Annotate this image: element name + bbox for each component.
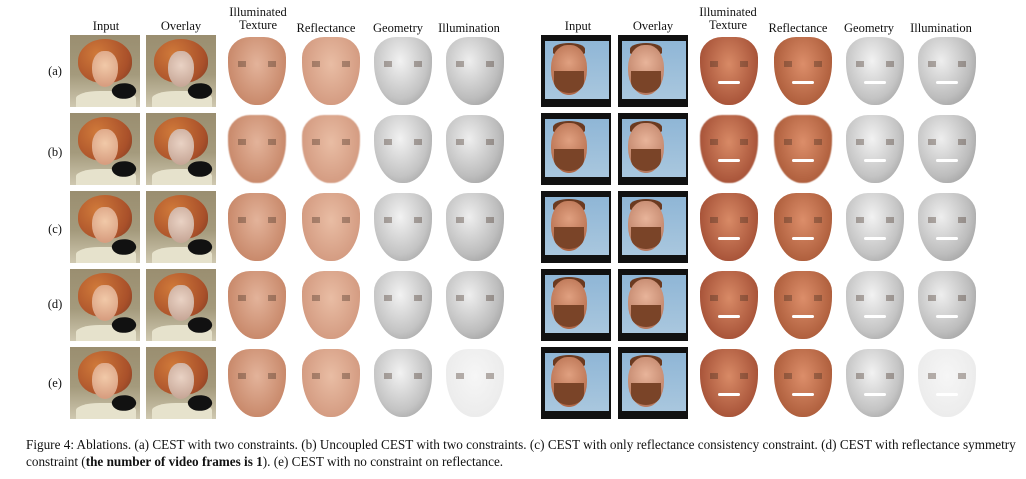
left-overlay-image-row-e: [146, 347, 216, 419]
row-label-b: (b): [47, 145, 63, 159]
right-input-image-row-c: [541, 191, 611, 263]
left-illumination-image-row-e: [440, 347, 510, 419]
left-reflectance-image-row-e: [296, 347, 366, 419]
left-input-image-row-b: [70, 113, 140, 185]
left-geometry-image-row-b: [368, 113, 438, 185]
left-illuminated-texture-image-row-e: [222, 347, 292, 419]
left-reflectance-image-row-c: [296, 191, 366, 263]
header-input-right: Input: [564, 19, 592, 33]
left-overlay-image-row-b: [146, 113, 216, 185]
header-input-left: Input: [92, 19, 120, 33]
row-label-d: (d): [47, 297, 63, 311]
right-reflectance-image-row-a: [768, 35, 838, 107]
left-overlay-image-row-a: [146, 35, 216, 107]
right-geometry-image-row-c: [840, 191, 910, 263]
left-input-image-row-c: [70, 191, 140, 263]
left-input-image-row-e: [70, 347, 140, 419]
left-illumination-image-row-d: [440, 269, 510, 341]
right-illumination-image-row-d: [912, 269, 982, 341]
right-illuminated-texture-image-row-a: [694, 35, 764, 107]
left-input-image-row-d: [70, 269, 140, 341]
header-illumination-left: Illumination: [438, 21, 500, 35]
right-geometry-image-row-b: [840, 113, 910, 185]
right-input-image-row-a: [541, 35, 611, 107]
right-overlay-image-row-d: [618, 269, 688, 341]
right-geometry-image-row-a: [840, 35, 910, 107]
ablation-figure: Input Overlay Illuminated Texture Reflec…: [47, 5, 982, 419]
left-overlay-image-row-c: [146, 191, 216, 263]
left-illumination-image-row-b: [440, 113, 510, 185]
header-geometry-left: Geometry: [373, 21, 423, 35]
left-overlay-image-row-d: [146, 269, 216, 341]
caption-text-start: Figure 4: Ablations. (a) CEST with two c…: [26, 437, 1016, 469]
header-geometry-right: Geometry: [844, 21, 894, 35]
right-reflectance-image-row-c: [768, 191, 838, 263]
left-geometry-image-row-d: [368, 269, 438, 341]
right-input-image-row-b: [541, 113, 611, 185]
header-reflectance-left: Reflectance: [296, 21, 356, 35]
right-illuminated-texture-image-row-d: [694, 269, 764, 341]
left-geometry-image-row-a: [368, 35, 438, 107]
right-reflectance-image-row-e: [768, 347, 838, 419]
left-illuminated-texture-image-row-b: [222, 113, 292, 185]
caption-bold-text: the number of video frames is 1: [85, 454, 263, 469]
row-label-c: (c): [48, 222, 62, 236]
header-overlay-right: Overlay: [632, 19, 674, 33]
header-illumination-right: Illumination: [910, 21, 972, 35]
right-illuminated-texture-image-row-c: [694, 191, 764, 263]
right-illumination-image-row-c: [912, 191, 982, 263]
header-illuminated-texture-right: Illuminated Texture: [699, 5, 757, 32]
right-overlay-image-row-c: [618, 191, 688, 263]
left-reflectance-image-row-d: [296, 269, 366, 341]
right-input-image-row-e: [541, 347, 611, 419]
left-reflectance-image-row-a: [296, 35, 366, 107]
left-illuminated-texture-image-row-a: [222, 35, 292, 107]
header-illuminated-texture-left: Illuminated Texture: [229, 5, 287, 32]
header-overlay-left: Overlay: [160, 19, 202, 33]
figure-caption: Figure 4: Ablations. (a) CEST with two c…: [26, 436, 1016, 470]
right-geometry-image-row-e: [840, 347, 910, 419]
right-reflectance-image-row-b: [768, 113, 838, 185]
right-overlay-image-row-a: [618, 35, 688, 107]
right-illuminated-texture-image-row-b: [694, 113, 764, 185]
row-label-e: (e): [48, 376, 62, 390]
right-reflectance-image-row-d: [768, 269, 838, 341]
left-illumination-image-row-a: [440, 35, 510, 107]
left-illuminated-texture-image-row-d: [222, 269, 292, 341]
left-geometry-image-row-e: [368, 347, 438, 419]
right-illuminated-texture-image-row-e: [694, 347, 764, 419]
right-input-image-row-d: [541, 269, 611, 341]
right-illumination-image-row-a: [912, 35, 982, 107]
right-overlay-image-row-b: [618, 113, 688, 185]
right-geometry-image-row-d: [840, 269, 910, 341]
left-illumination-image-row-c: [440, 191, 510, 263]
left-input-image-row-a: [70, 35, 140, 107]
header-reflectance-right: Reflectance: [768, 21, 828, 35]
row-label-a: (a): [48, 64, 62, 78]
caption-text-end: ). (e) CEST with no constraint on reflec…: [262, 454, 504, 469]
left-reflectance-image-row-b: [296, 113, 366, 185]
left-illuminated-texture-image-row-c: [222, 191, 292, 263]
right-illumination-image-row-b: [912, 113, 982, 185]
left-geometry-image-row-c: [368, 191, 438, 263]
right-illumination-image-row-e: [912, 347, 982, 419]
right-overlay-image-row-e: [618, 347, 688, 419]
